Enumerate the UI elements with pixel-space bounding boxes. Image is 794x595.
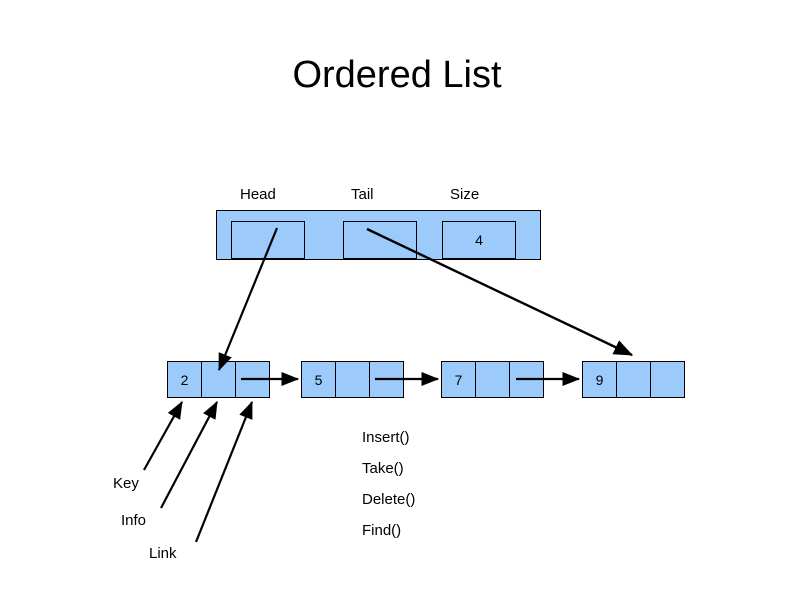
- struct-field-size: 4: [442, 221, 516, 259]
- node-key-cell: 7: [441, 361, 476, 398]
- operation-take: Take(): [362, 460, 404, 477]
- struct-label-size: Size: [450, 186, 480, 203]
- page-title: Ordered List: [292, 54, 502, 96]
- annotation-label-link: Link: [149, 545, 177, 562]
- list-header-struct: 4: [216, 210, 541, 260]
- node-key-cell: 2: [167, 361, 202, 398]
- info-annotation-arrow: [160, 401, 218, 509]
- operation-delete: Delete(): [362, 491, 416, 508]
- struct-field-tail: [343, 221, 417, 259]
- operation-insert: Insert(): [362, 429, 410, 446]
- list-node: 9: [582, 361, 685, 398]
- struct-field-head: [231, 221, 305, 259]
- list-node: 2: [167, 361, 270, 398]
- struct-label-tail: Tail: [351, 186, 374, 203]
- annotation-label-info: Info: [121, 512, 147, 529]
- list-node: 7: [441, 361, 544, 398]
- link-annotation-arrow: [194, 400, 254, 543]
- node-link-cell: [369, 361, 404, 398]
- node-key-cell: 9: [582, 361, 617, 398]
- node-key-cell: 5: [301, 361, 336, 398]
- struct-label-head: Head: [240, 186, 276, 203]
- list-node: 5: [301, 361, 404, 398]
- node-info-cell: [475, 361, 510, 398]
- node-link-cell: [235, 361, 270, 398]
- annotation-label-key: Key: [113, 475, 139, 492]
- node-link-cell: [650, 361, 685, 398]
- key-annotation-arrow: [143, 401, 183, 471]
- node-info-cell: [616, 361, 651, 398]
- node-info-cell: [201, 361, 236, 398]
- node-info-cell: [335, 361, 370, 398]
- node-link-cell: [509, 361, 544, 398]
- operation-find: Find(): [362, 522, 402, 539]
- operations-list: Insert() Take() Delete() Find(): [362, 429, 415, 553]
